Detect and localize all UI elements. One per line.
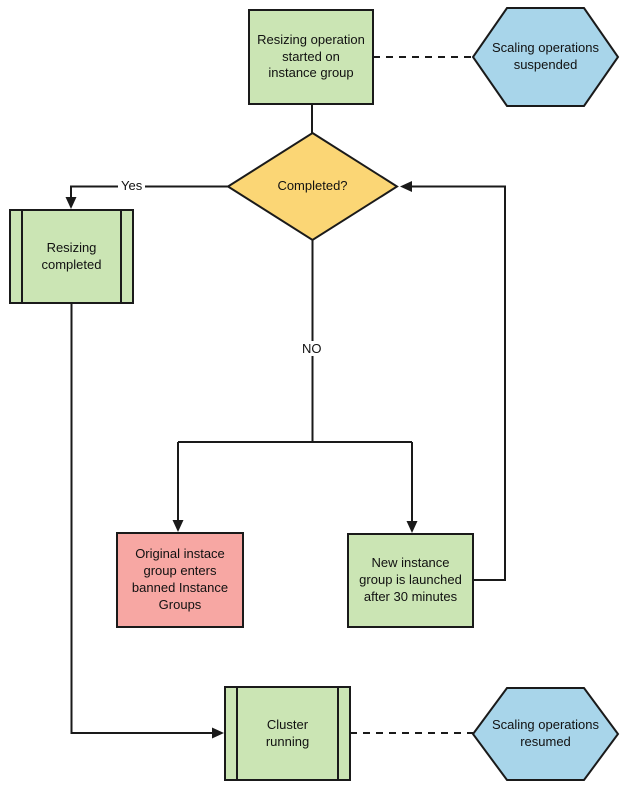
arrowhead-into-banned <box>172 520 184 532</box>
node-resumed <box>471 687 620 781</box>
arrowhead-into-resizing-completed <box>65 197 77 209</box>
node-start <box>248 9 374 105</box>
connector-new-group-to-decision <box>406 185 506 581</box>
connector-resizing-to-cluster <box>70 303 216 734</box>
node-new-group <box>347 533 474 628</box>
node-banned <box>116 532 244 628</box>
arrowhead-into-decision <box>400 181 412 192</box>
arrowhead-into-new-group <box>406 521 418 533</box>
node-resizing-completed <box>9 209 134 304</box>
connector-decision-yes <box>70 185 228 202</box>
node-cluster-running <box>224 686 351 781</box>
node-suspended <box>471 7 620 107</box>
node-decision <box>226 131 399 242</box>
arrowhead-into-cluster-running <box>212 727 224 739</box>
